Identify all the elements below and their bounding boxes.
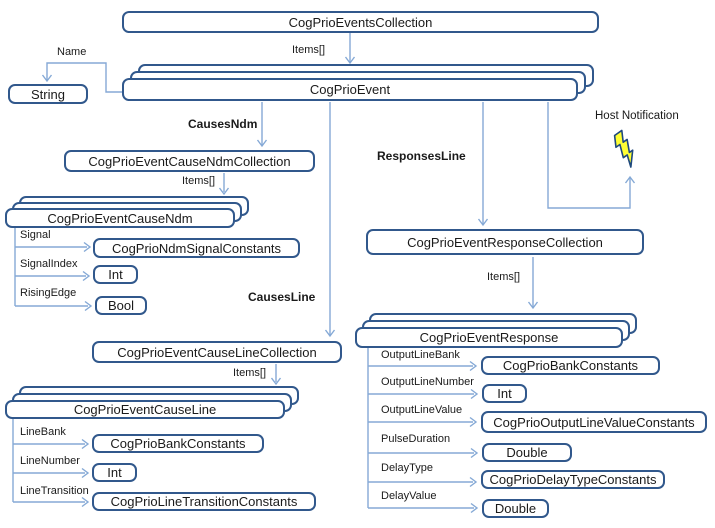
field-label-line-number: LineNumber — [20, 455, 80, 467]
field-label-signal-index: SignalIndex — [20, 258, 78, 270]
node-delay-value-double: Double — [482, 499, 549, 518]
node-signal-index-int: Int — [93, 265, 138, 284]
field-label-line-transition: LineTransition — [20, 485, 89, 497]
node-response: CogPrioEventResponse — [355, 327, 623, 348]
field-label-output-line-value: OutputLineValue — [381, 404, 463, 416]
connector-causes-line — [324, 102, 336, 338]
node-cause-ndm-collection: CogPrioEventCauseNdmCollection — [64, 150, 315, 172]
connector-responses-line — [477, 102, 489, 227]
node-rising-edge-bool: Bool — [95, 296, 147, 315]
node-output-line-number-int: Int — [482, 384, 527, 403]
field-label-delay-value: DelayValue — [381, 490, 437, 502]
edge-label-items-response: Items[] — [487, 271, 521, 283]
node-pulse-duration-double: Double — [482, 443, 572, 462]
connector-items-ndm — [218, 173, 230, 196]
node-event: CogPrioEvent — [122, 78, 578, 101]
field-label-signal: Signal — [20, 229, 51, 241]
node-delay-type-constants: CogPrioDelayTypeConstants — [481, 470, 665, 489]
connector-causes-ndm — [256, 102, 268, 148]
field-label-line-bank: LineBank — [20, 426, 66, 438]
edge-label-name: Name — [57, 46, 87, 58]
edge-label-items-line: Items[] — [233, 367, 267, 379]
node-response-collection: CogPrioEventResponseCollection — [366, 229, 644, 255]
node-ndm-signal-constants: CogPrioNdmSignalConstants — [93, 238, 300, 258]
edge-label-items-ndm: Items[] — [182, 175, 216, 187]
node-output-line-value-constants: CogPrioOutputLineValueConstants — [481, 411, 707, 433]
node-cause-line-collection: CogPrioEventCauseLineCollection — [92, 341, 342, 363]
edge-label-items-events: Items[] — [292, 44, 326, 56]
connector-items-line — [270, 364, 282, 386]
node-cause-line: CogPrioEventCauseLine — [5, 400, 285, 419]
field-label-output-line-number: OutputLineNumber — [381, 376, 474, 388]
connector-cause-ndm-fields — [14, 228, 93, 312]
node-events-collection: CogPrioEventsCollection — [122, 11, 599, 33]
node-line-transition-constants: CogPrioLineTransitionConstants — [92, 492, 316, 511]
edge-label-causes-ndm: CausesNdm — [188, 117, 258, 131]
node-line-number-int: Int — [92, 463, 137, 482]
edge-label-host-notification: Host Notification — [595, 110, 679, 122]
field-label-pulse-duration: PulseDuration — [381, 433, 451, 445]
node-string: String — [8, 84, 88, 104]
connector-items-events — [344, 33, 356, 65]
connector-items-response — [527, 257, 539, 310]
connector-response-fields — [367, 348, 479, 514]
node-output-line-bank-constants: CogPrioBankConstants — [481, 356, 660, 375]
edge-label-responses-line: ResponsesLine — [377, 149, 466, 163]
connector-host-notification — [547, 102, 636, 209]
edge-label-causes-line: CausesLine — [248, 290, 316, 304]
connector-name — [41, 62, 122, 93]
field-label-output-line-bank: OutputLineBank — [381, 349, 460, 361]
node-line-bank-constants: CogPrioBankConstants — [92, 434, 264, 453]
field-label-delay-type: DelayType — [381, 462, 433, 474]
node-cause-ndm: CogPrioEventCauseNdm — [5, 208, 235, 228]
field-label-rising-edge: RisingEdge — [20, 287, 77, 299]
lightning-bolt-icon — [613, 129, 634, 168]
connector-cause-line-fields — [12, 419, 90, 508]
